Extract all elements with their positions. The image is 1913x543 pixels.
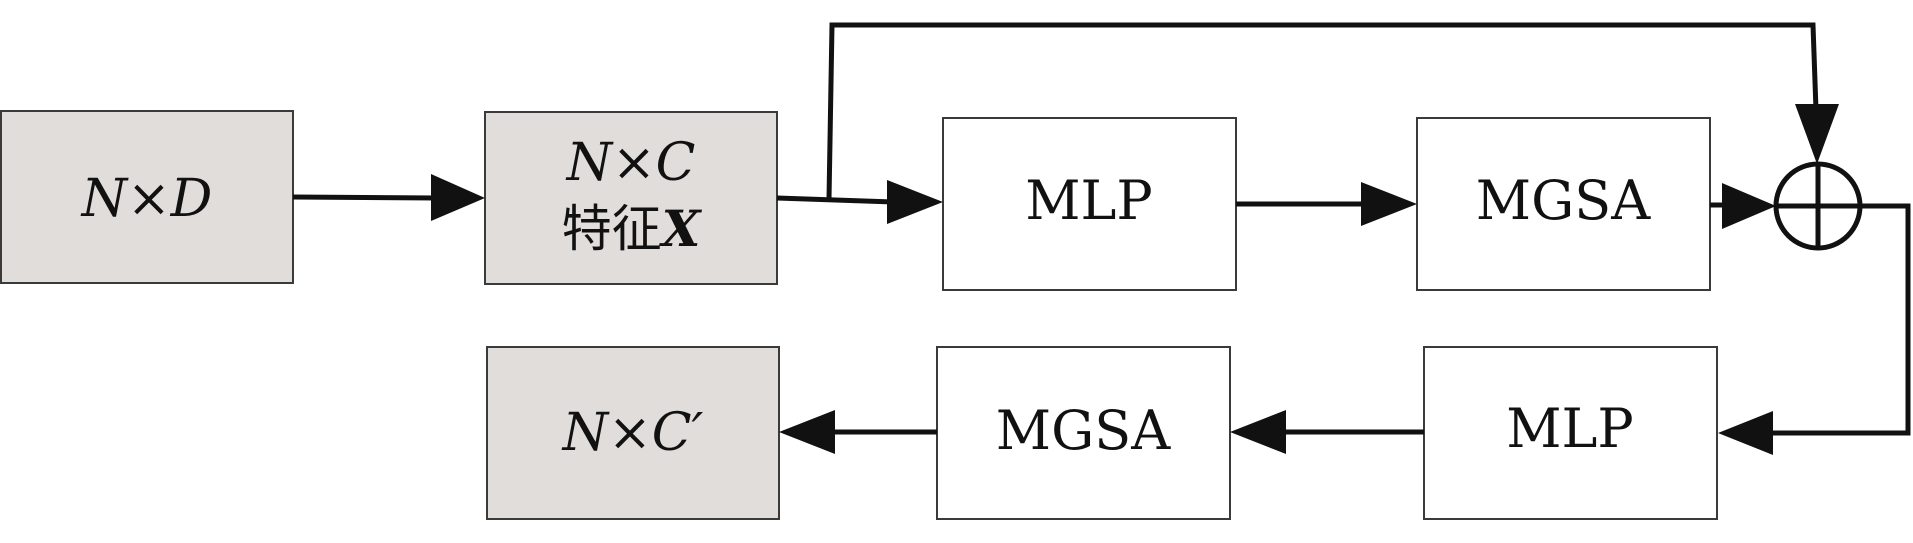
arrowhead-output — [779, 410, 835, 454]
arrowhead-mlp2 — [1718, 411, 1773, 455]
arrowhead-sum-left — [1722, 183, 1776, 229]
feature-cn-label: 特征X — [562, 199, 703, 258]
arrowhead-mgsa1 — [1361, 182, 1417, 226]
sum-node — [1773, 161, 1863, 251]
edge-feature-to-mlp1 — [776, 195, 893, 205]
feature-box — [484, 111, 778, 285]
mgsa-box-top — [1416, 117, 1711, 291]
edge-input-to-feature — [292, 194, 437, 201]
output-box — [486, 346, 780, 520]
output-label: N×C′ — [561, 403, 704, 463]
mlp-box-top — [942, 117, 1237, 291]
arrowhead-feature — [431, 174, 485, 221]
mlp-bottom-label: MLP — [1506, 397, 1634, 460]
mlp-box-bottom — [1423, 346, 1718, 520]
arrowhead-sum-top — [1795, 104, 1839, 164]
edge-sum-to-mlp2 — [1772, 203, 1911, 436]
feature-cn-text: 特征 — [562, 200, 662, 258]
mgsa-bottom-label: MGSA — [996, 399, 1171, 462]
mgsa-box-bottom — [936, 346, 1231, 520]
arrowhead-mgsa2 — [1230, 410, 1286, 454]
arrowhead-mlp1 — [887, 180, 943, 224]
input-box — [0, 110, 294, 284]
feature-math-label: N×C — [565, 133, 696, 193]
edge-skip-connection — [826, 22, 1819, 200]
feature-var-text: X — [659, 199, 703, 258]
input-label: N×D — [80, 169, 213, 229]
mgsa-top-label: MGSA — [1476, 169, 1651, 232]
mlp-top-label: MLP — [1025, 169, 1153, 232]
